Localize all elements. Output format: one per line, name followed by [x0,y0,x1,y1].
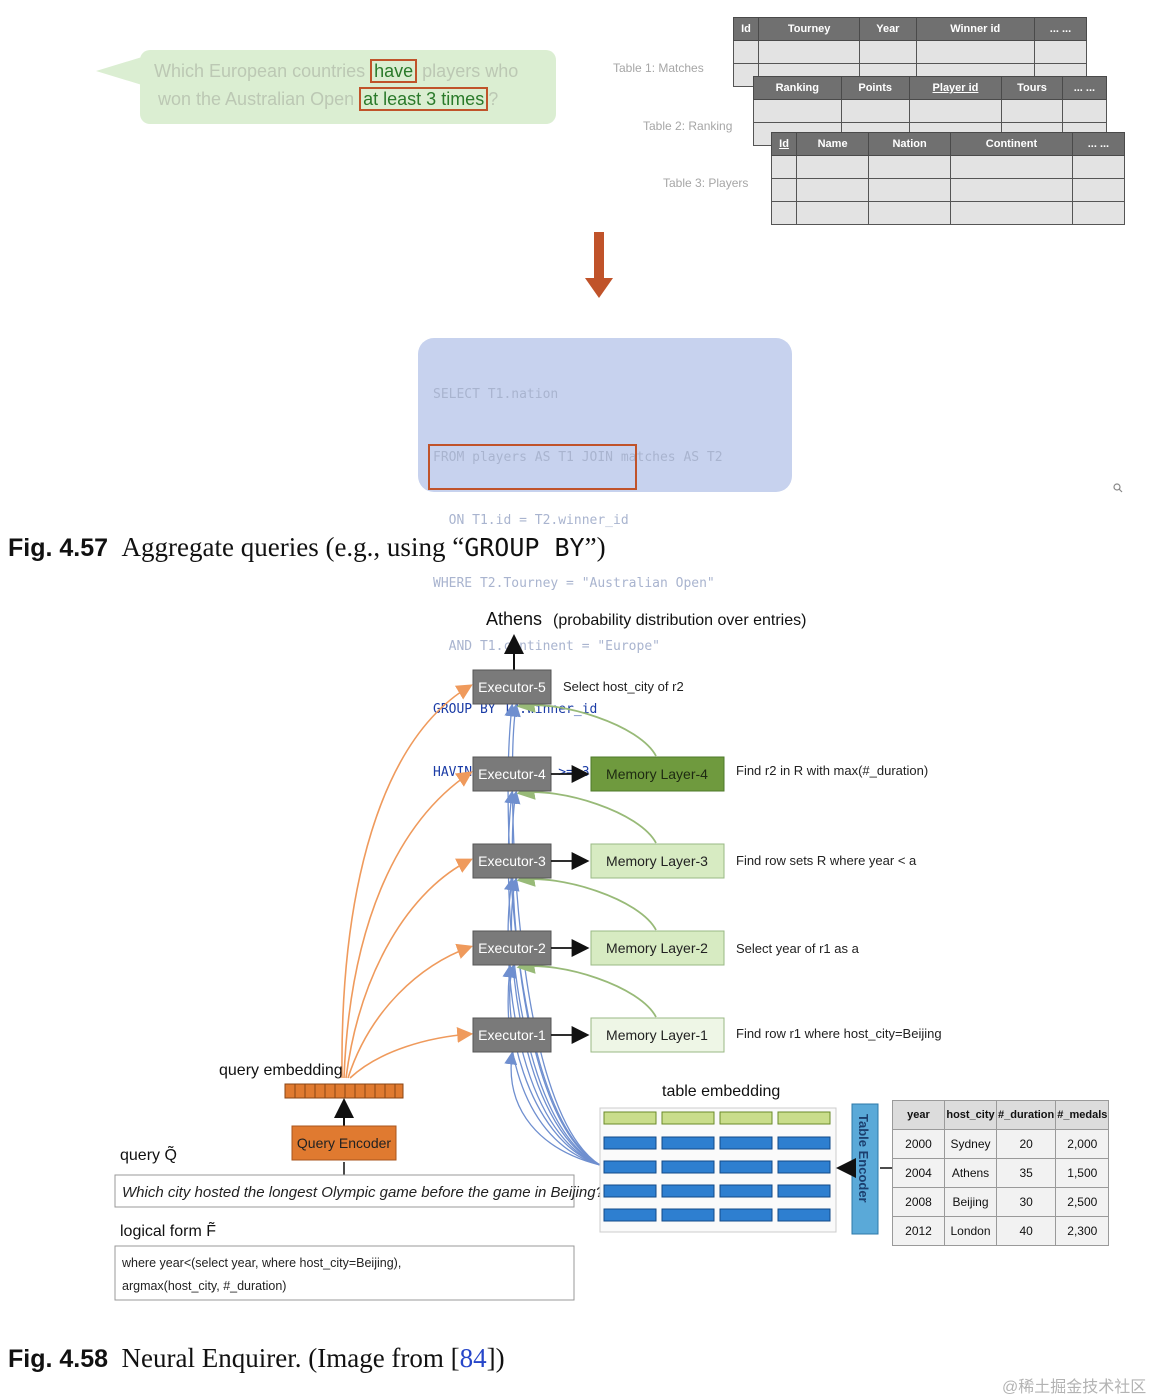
executor-3: Executor-3 [472,843,552,879]
svg-text:Memory Layer-4: Memory Layer-4 [606,766,708,782]
svg-text:Executor-5: Executor-5 [478,679,546,695]
op-3: Find row sets R where year < a [736,853,917,868]
table-embedding-label: table embedding [662,1083,780,1100]
logical-form-line-2: argmax(host_city, #_duration) [122,1279,286,1293]
memory-layer-1: Memory Layer-1 [590,1017,725,1053]
query-label: query Q̃ [120,1144,177,1164]
question-line-1: Which European countries have players wh… [154,59,519,83]
svg-text:Executor-2: Executor-2 [478,940,546,956]
executor-4: Executor-4 [472,756,552,792]
watermark: @稀土掘金技术社区 [1002,1379,1147,1396]
memory-layer-3: Memory Layer-3 [590,843,725,879]
memory-layer-2: Memory Layer-2 [590,930,725,966]
table2-label: Table 2: Ranking [643,119,733,133]
svg-text:Executor-4: Executor-4 [478,766,546,782]
question-bubble-tail [96,57,142,85]
logical-form-label: logical form F̃ [120,1220,216,1240]
sql-highlight-box [428,444,637,490]
svg-text:Executor-3: Executor-3 [478,853,546,869]
executor-2: Executor-2 [472,930,552,966]
table3-label: Table 3: Players [663,176,749,190]
op-5: Select host_city of r2 [563,679,684,694]
neural-enquirer-diagram: Athens (probability distribution over en… [114,609,942,1301]
question-bubble [140,50,556,124]
op-1: Find row r1 where host_city=Beijing [736,1026,942,1041]
magnify-icon [1113,483,1123,493]
table-embedding-grid [599,1107,837,1233]
executor-5: Executor-5 [472,669,552,705]
svg-text:Memory Layer-2: Memory Layer-2 [606,940,708,956]
logical-form-line-1: where year<(select year, where host_city… [121,1256,401,1270]
svg-text:Executor-1: Executor-1 [478,1027,546,1043]
logical-form-box [114,1245,575,1301]
citation-link[interactable]: 84 [459,1343,487,1373]
output-athens: Athens [486,609,542,629]
query-text-box [114,1174,575,1208]
query-encoder: Query Encoder [291,1125,397,1161]
svg-text:Query Encoder: Query Encoder [297,1135,391,1151]
op-2: Select year of r1 as a [736,941,860,956]
svg-text:Table Encoder: Table Encoder [856,1114,871,1203]
svg-text:Memory Layer-3: Memory Layer-3 [606,853,708,869]
table1-label: Table 1: Matches [613,61,704,75]
query-text: Which city hosted the longest Olympic ga… [122,1184,605,1201]
query-embedding-vector [284,1083,404,1099]
question-line-2: won the Australian Open at least 3 times… [158,87,499,111]
output-note: (probability distribution over entries) [553,612,806,629]
executor-1: Executor-1 [472,1017,552,1053]
caption-fig-4-57: Fig. 4.57 Aggregate queries (e.g., using… [8,532,606,562]
highlight-at-least-3-times: at least 3 times [359,87,489,111]
table-encoder: Table Encoder [851,1103,879,1235]
highlight-have: have [370,59,418,83]
query-embedding-label: query embedding [219,1062,343,1079]
op-4: Find r2 in R with max(#_duration) [736,763,928,778]
down-arrow-icon [585,232,613,298]
svg-text:Memory Layer-1: Memory Layer-1 [606,1027,708,1043]
caption-fig-4-58: Fig. 4.58 Neural Enquirer. (Image from [… [8,1343,505,1373]
memory-layer-4: Memory Layer-4 [590,756,725,792]
sql-box [418,338,792,492]
